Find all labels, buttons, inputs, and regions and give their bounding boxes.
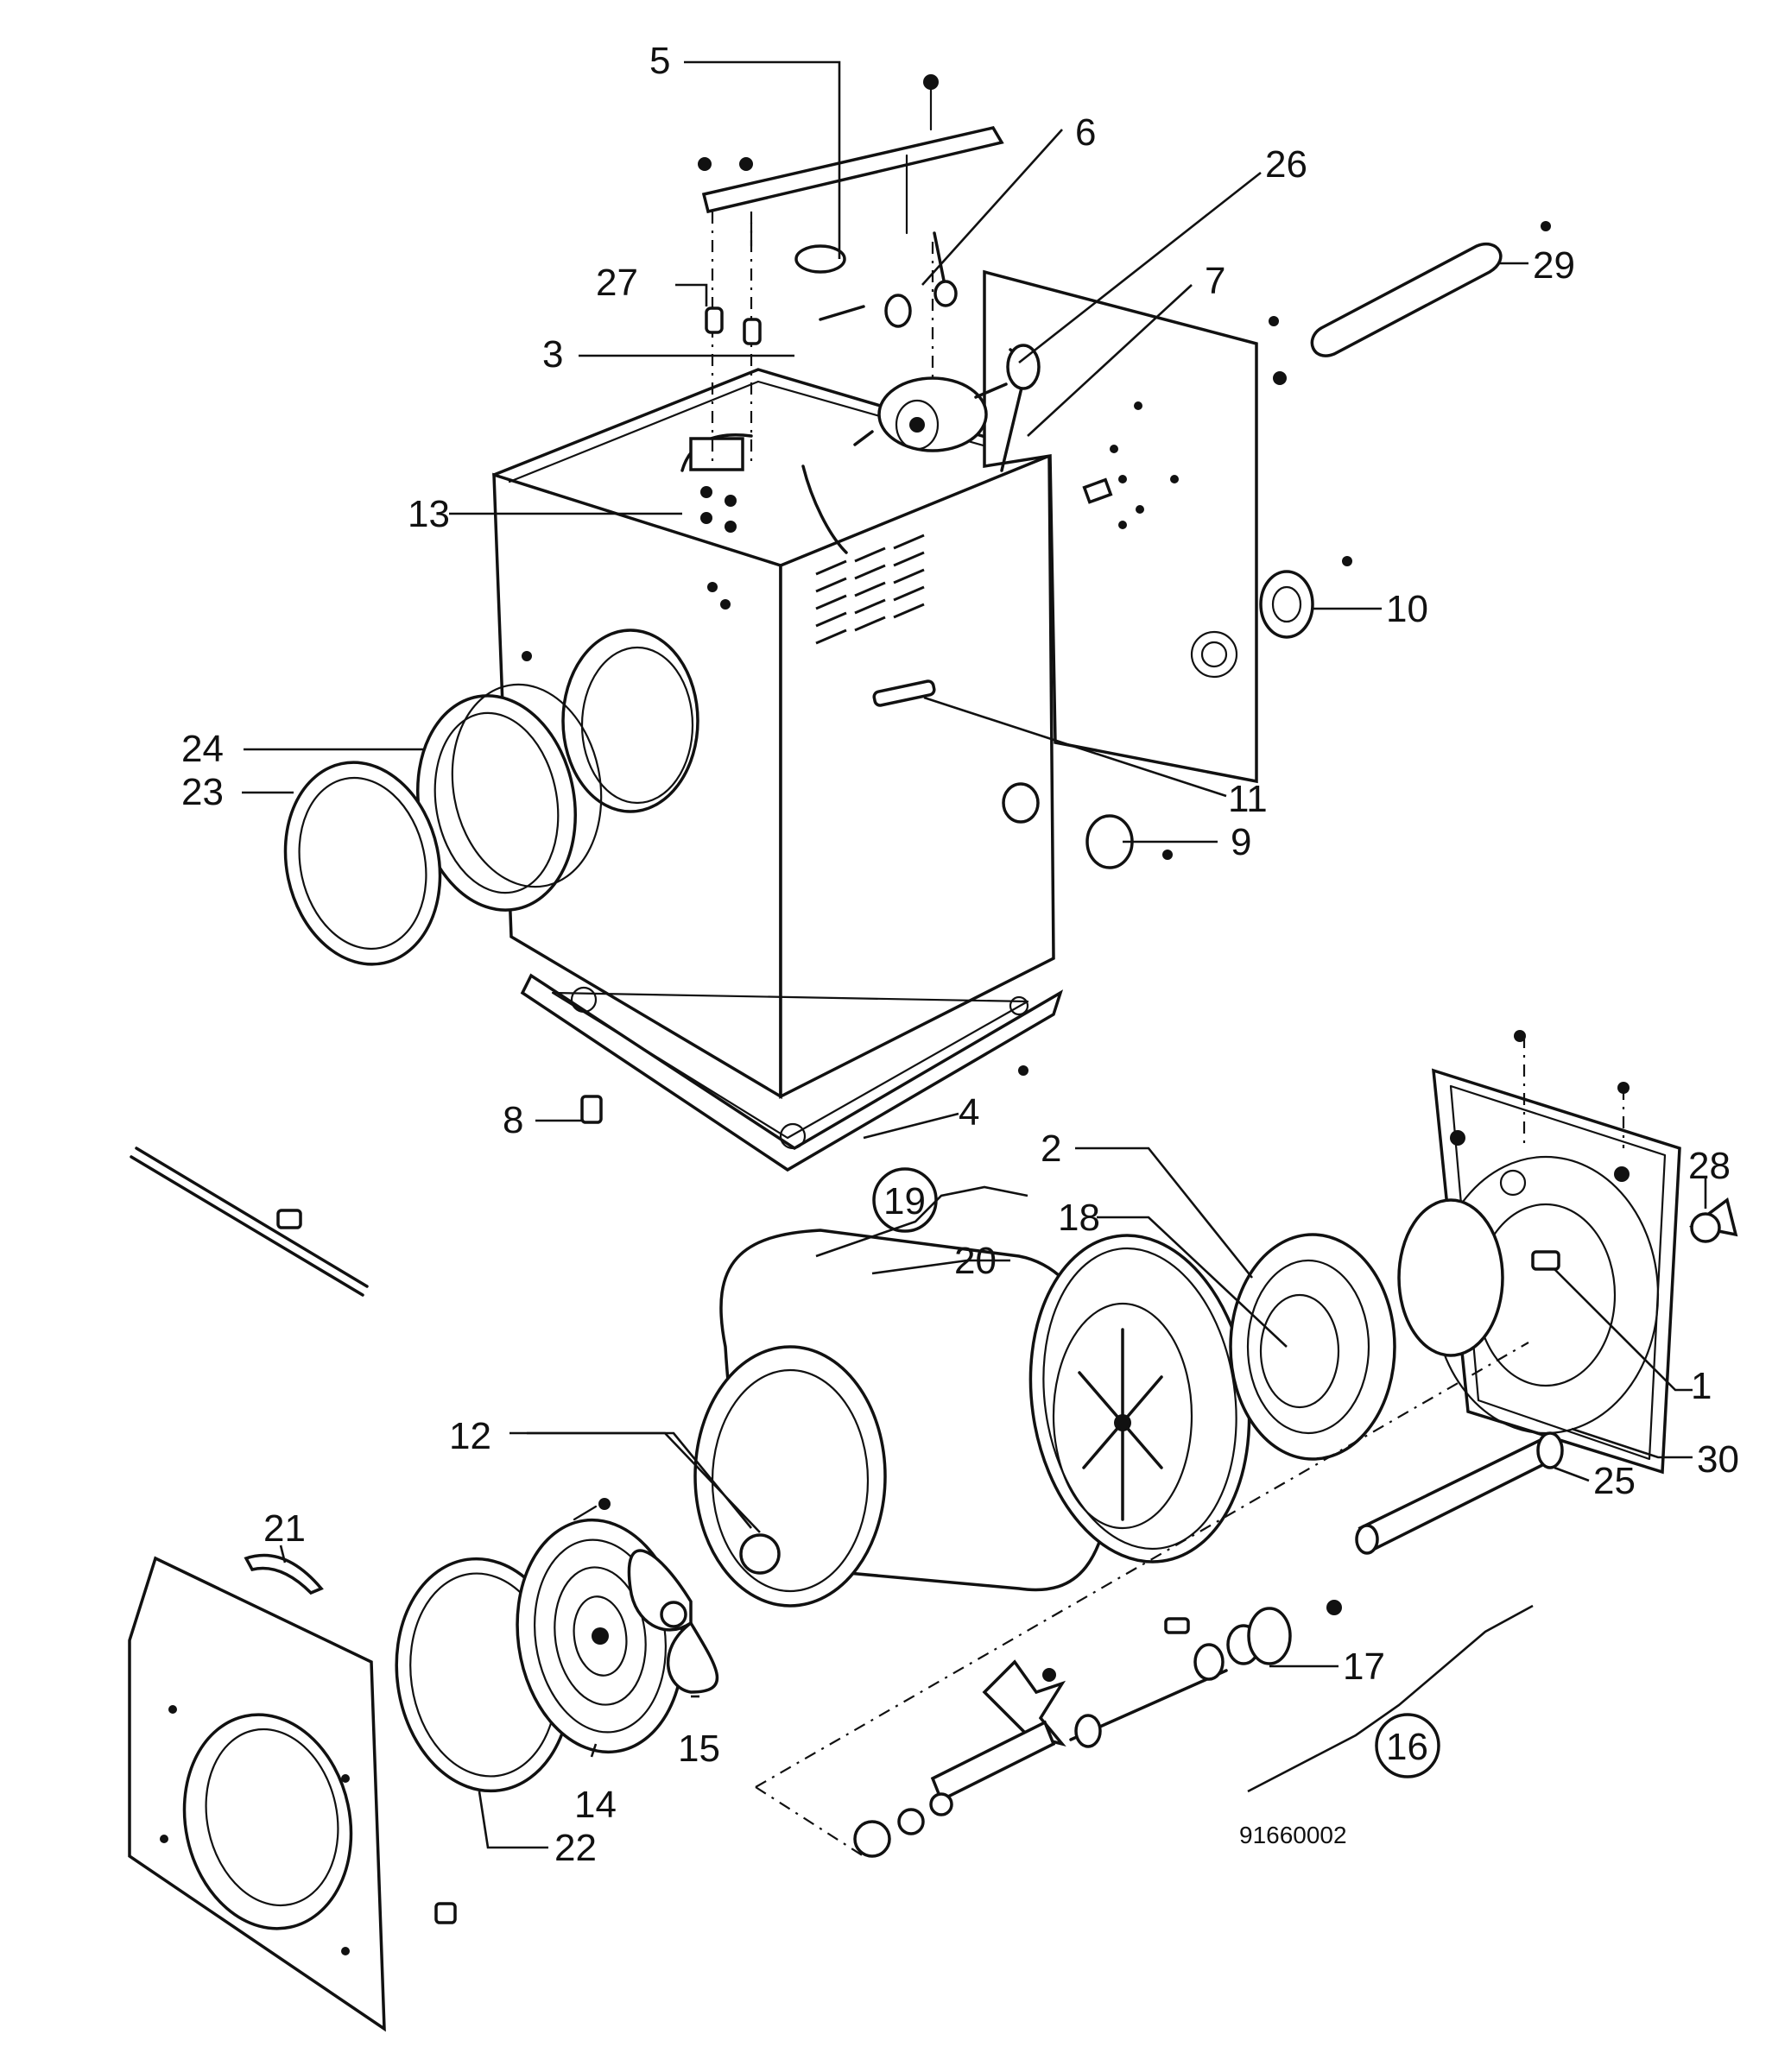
callout-3: 3 <box>542 333 563 376</box>
callout-4: 4 <box>959 1091 979 1134</box>
callout-15: 15 <box>678 1728 720 1770</box>
callout-28: 28 <box>1688 1145 1731 1187</box>
callout-21: 21 <box>263 1507 306 1550</box>
callout-30: 30 <box>1697 1438 1739 1481</box>
callout-circle-16 <box>1375 1713 1440 1778</box>
vent-grille <box>815 534 925 645</box>
seal-2 <box>1229 1233 1396 1461</box>
leader-lines <box>242 60 1707 1849</box>
clip-11 <box>872 679 936 707</box>
foot-8 <box>580 1065 1028 1124</box>
base-frame <box>520 973 1064 1172</box>
callout-26: 26 <box>1265 143 1307 186</box>
top-bracket <box>698 74 1004 466</box>
callout-12: 12 <box>449 1415 491 1457</box>
shaft-assembly <box>755 1342 1529 1858</box>
callout-17: 17 <box>1343 1646 1385 1688</box>
bearing-plate-30 <box>1397 1030 1681 1475</box>
callout-25: 25 <box>1593 1460 1636 1502</box>
callout-19: 19 <box>883 1180 926 1222</box>
grommet-10 <box>1259 556 1352 639</box>
callout-9: 9 <box>1231 821 1251 863</box>
door-ring-24 <box>415 683 603 912</box>
callout-14: 14 <box>574 1784 617 1826</box>
callout-23: 23 <box>181 771 224 813</box>
cover-9 <box>1002 782 1173 869</box>
callout-6: 6 <box>1075 111 1096 154</box>
knob-28 <box>1688 1197 1738 1243</box>
callout-24: 24 <box>181 728 224 770</box>
callout-11: 11 <box>1228 778 1268 820</box>
callout-8: 8 <box>503 1099 523 1141</box>
callout-16: 16 <box>1386 1726 1428 1768</box>
door-seal-23 <box>283 761 442 966</box>
pipe-25 <box>1355 1431 1564 1555</box>
callout-22: 22 <box>554 1827 597 1869</box>
handle-29 <box>1269 221 1551 385</box>
rear-panel <box>983 269 1258 784</box>
rod <box>130 1147 369 1297</box>
callout-1: 1 <box>1691 1365 1712 1407</box>
motor-assembly <box>853 344 1041 472</box>
callout-29: 29 <box>1533 244 1575 287</box>
callout-20: 20 <box>954 1240 997 1282</box>
shock-rod <box>819 231 958 328</box>
callout-5: 5 <box>649 40 670 82</box>
callout-2: 2 <box>1041 1128 1061 1170</box>
front-panel <box>128 1553 457 2032</box>
callout-7: 7 <box>1205 260 1225 302</box>
callout-27: 27 <box>596 262 638 304</box>
impeller-15 <box>573 1498 719 1694</box>
callout-labels: 1 2 3 4 5 6 7 8 9 10 11 12 13 14 15 16 1… <box>181 40 1739 1869</box>
callout-10: 10 <box>1386 588 1428 630</box>
cabinet-body <box>492 368 1055 1100</box>
callout-13: 13 <box>408 493 450 535</box>
drawing-code: 91660002 <box>1239 1822 1347 1848</box>
callout-circle-19 <box>872 1167 938 1233</box>
callout-18: 18 <box>1058 1197 1100 1239</box>
